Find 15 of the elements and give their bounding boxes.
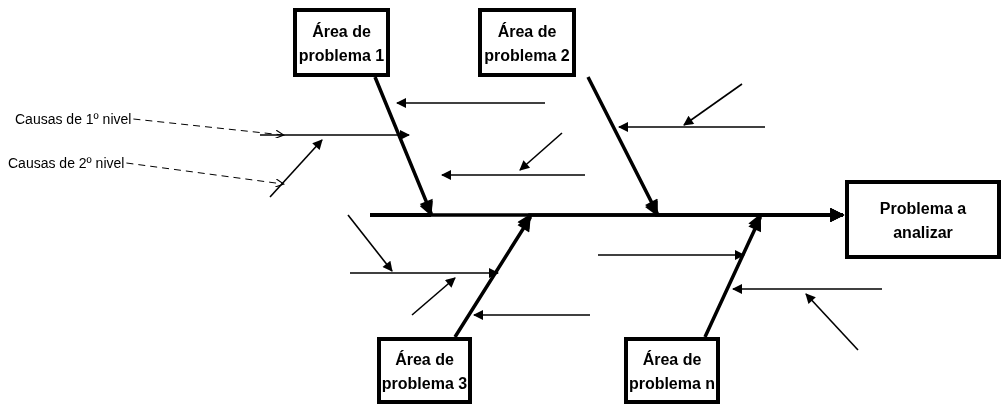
effect-title: Problema a analizar <box>878 198 968 243</box>
area-title: Área de problema 3 <box>381 349 468 394</box>
cause-level-label: Causas de 1º nivel <box>15 110 132 128</box>
cause-area-box <box>624 337 720 404</box>
area-title: Área de problema n <box>628 349 716 394</box>
leader-line <box>125 162 285 188</box>
leader-line <box>132 118 285 139</box>
cause-area-box <box>293 8 390 77</box>
effect-box <box>845 180 1001 259</box>
area-title: Área de problema 1 <box>297 21 386 66</box>
area-title: Área de problema 2 <box>483 21 571 66</box>
bone-arrow <box>703 208 844 338</box>
cause-area-box <box>478 8 576 77</box>
cause-level-label: Causas de 2º nivel <box>8 154 125 172</box>
cause-area-box <box>377 337 472 404</box>
